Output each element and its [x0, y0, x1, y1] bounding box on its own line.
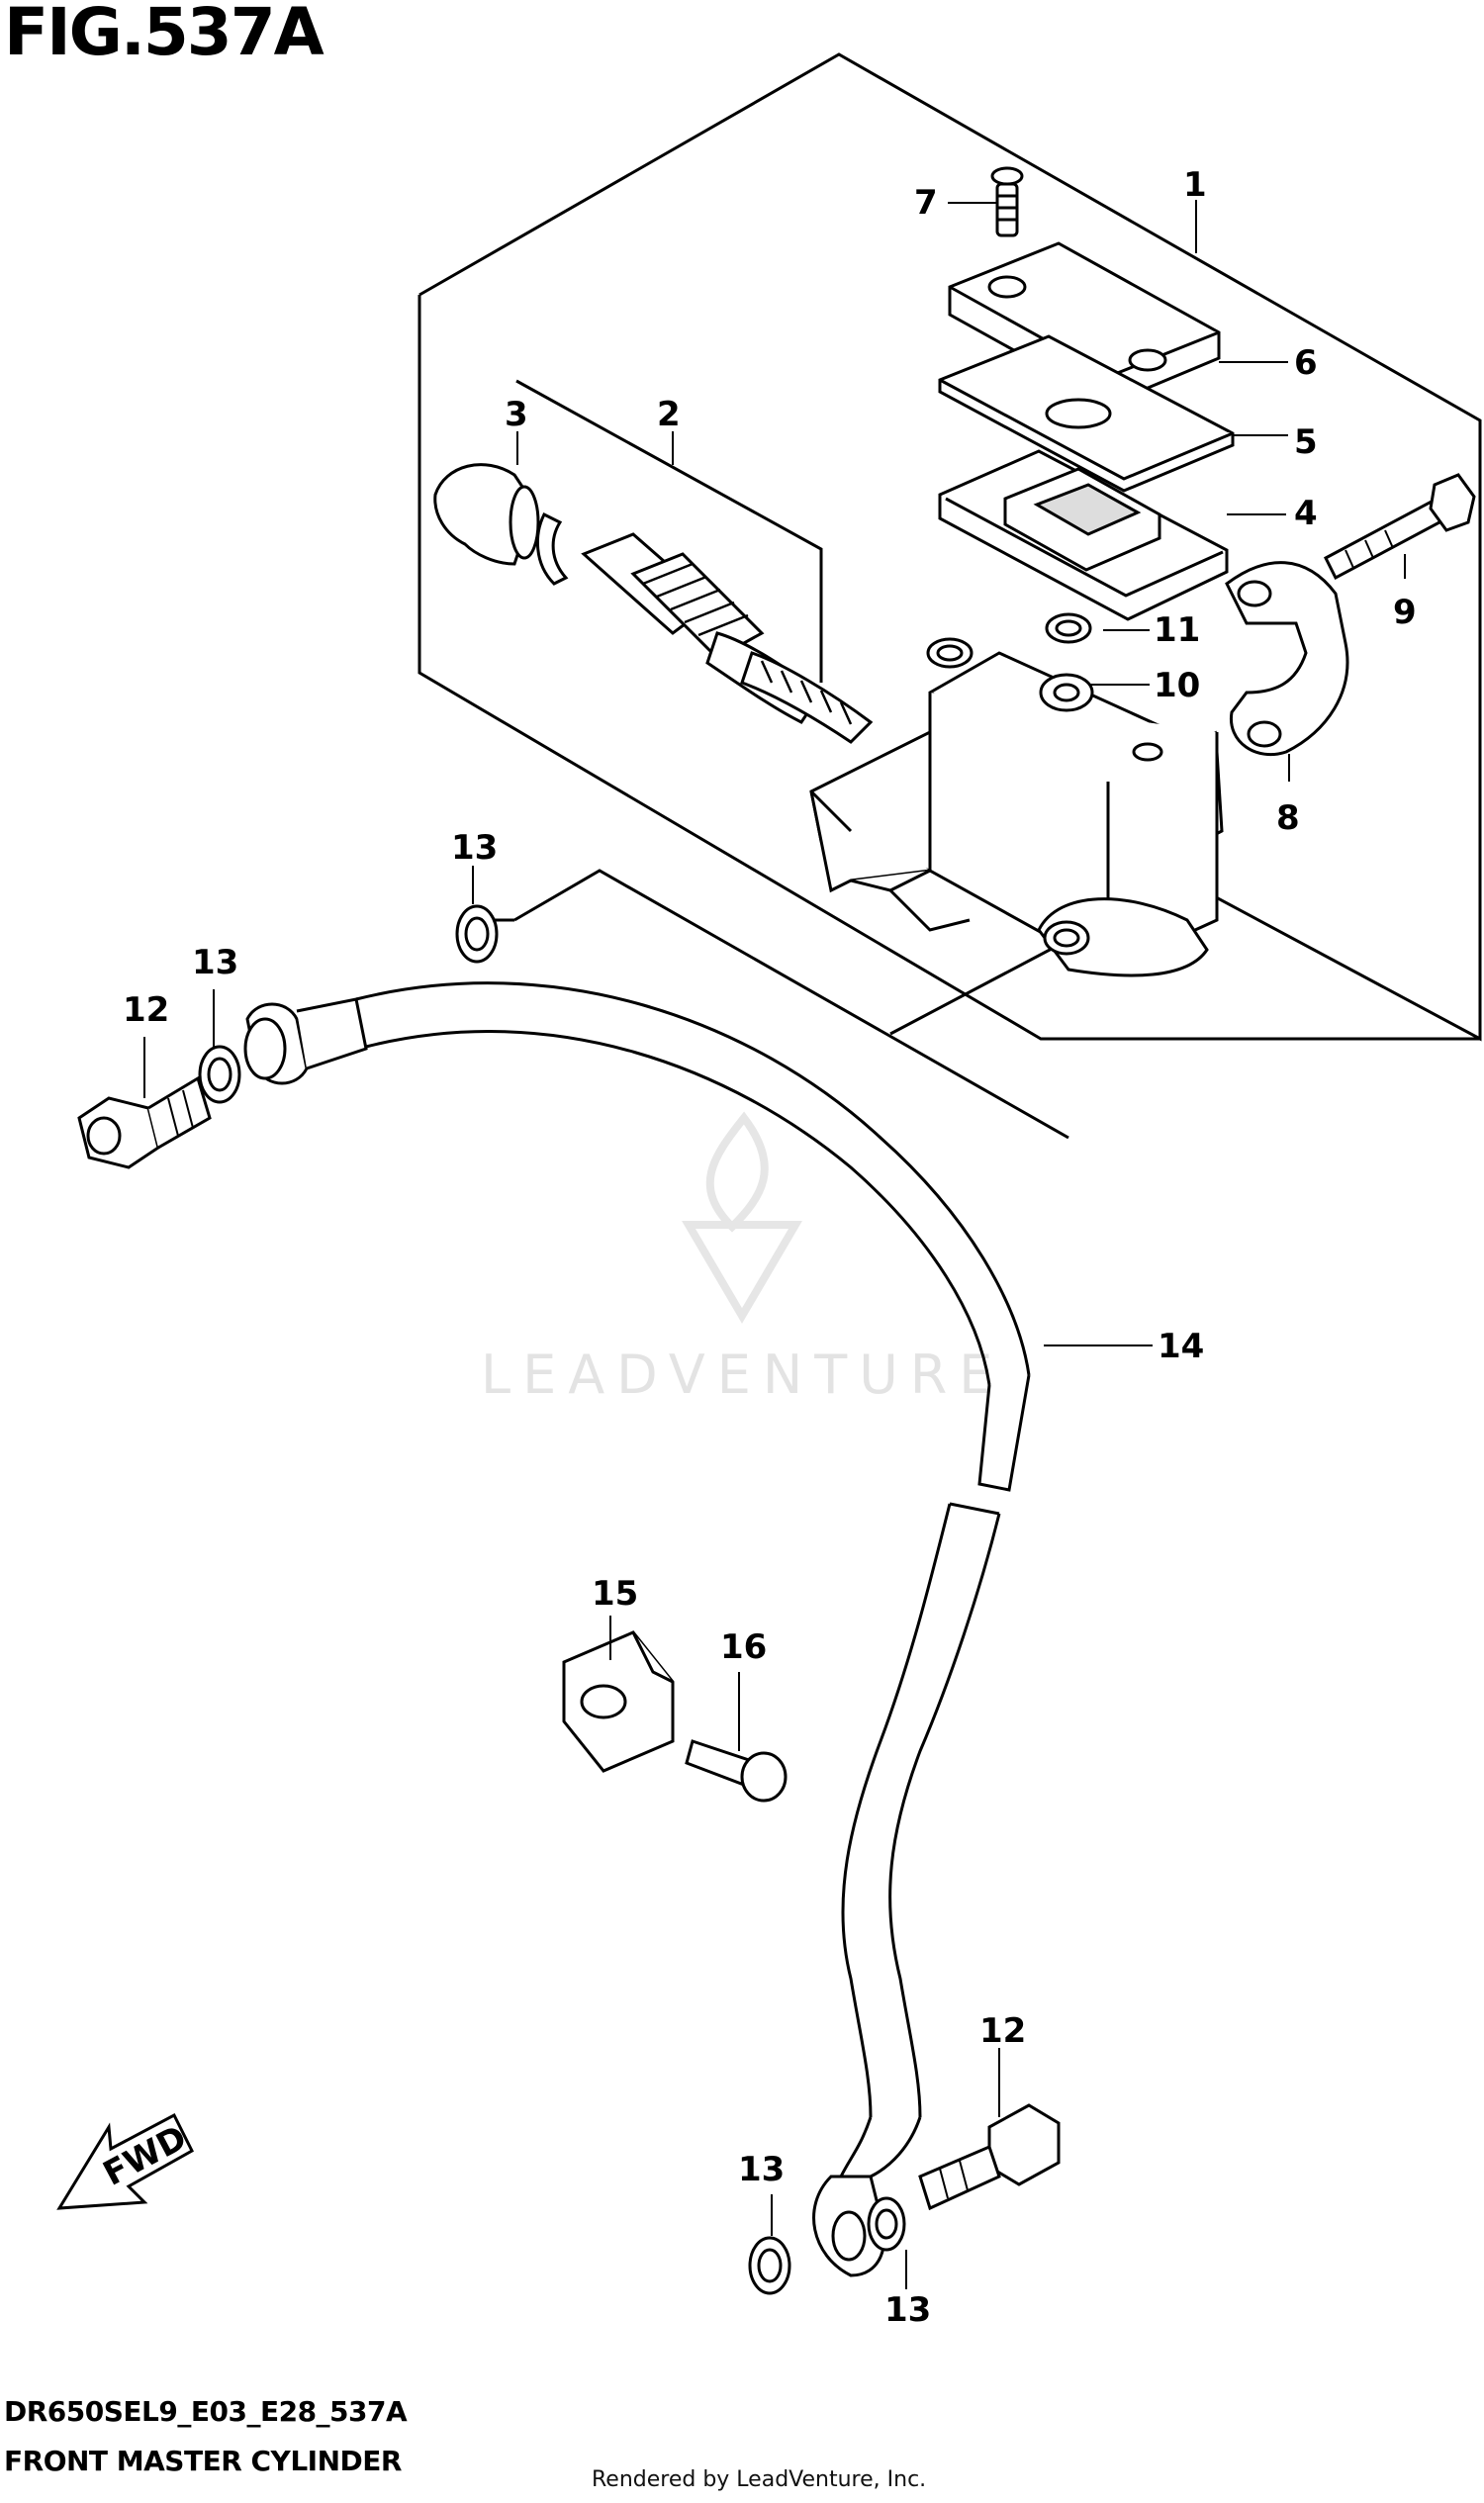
- master-cylinder-body: [809, 637, 1224, 977]
- callout-13-upper-left: 13: [192, 943, 238, 982]
- part-10-bolt: [1039, 673, 1094, 712]
- part-2-piston-assembly: [581, 532, 874, 744]
- callout-11: 11: [1154, 610, 1200, 650]
- callout-5: 5: [1294, 422, 1318, 462]
- part-12-upper-banjo-bolt: [77, 1075, 212, 1169]
- callout-6: 6: [1294, 343, 1318, 383]
- callout-8: 8: [1276, 798, 1300, 838]
- part-13-washer-upper-left: [198, 1045, 241, 1104]
- rendered-by-credit: Rendered by LeadVenture, Inc.: [592, 2467, 927, 2492]
- callout-7: 7: [914, 183, 938, 223]
- upper-banjo-fitting: [243, 997, 368, 1085]
- callout-13-lower-left: 13: [738, 2150, 785, 2189]
- figure-title: FIG.537A: [4, 0, 325, 70]
- model-code: DR650SEL9_E03_E28_537A: [4, 2395, 408, 2428]
- callout-12-lower: 12: [979, 2011, 1026, 2051]
- part-7-screw: [990, 166, 1024, 237]
- callout-15: 15: [592, 1574, 638, 1614]
- callout-13-lower-right: 13: [884, 2290, 931, 2330]
- part-13-washer-lower-left: [748, 2236, 791, 2295]
- assembly-outline: [417, 52, 1482, 1140]
- watermark-logo: [682, 1111, 802, 1324]
- part-15-hose-clamp: [562, 1630, 675, 1773]
- section-title: FRONT MASTER CYLINDER: [4, 2445, 402, 2477]
- part-16-screw: [685, 1739, 788, 1803]
- callout-2: 2: [657, 395, 681, 434]
- leader-lines: [143, 200, 1406, 2289]
- part-14-brake-hose: [355, 981, 1031, 2179]
- part-4-diaphragm: [938, 449, 1229, 621]
- callout-10: 10: [1154, 666, 1200, 705]
- callout-14: 14: [1158, 1327, 1204, 1366]
- callout-4: 4: [1294, 494, 1318, 533]
- part-8-clamp: [1225, 561, 1349, 757]
- watermark-text: LEADVENTURE: [481, 1344, 1005, 1406]
- part-11-washer: [1045, 612, 1092, 644]
- part-5-plate: [938, 334, 1235, 493]
- part-3-boot: [433, 463, 569, 586]
- part-13-washer-lower-right: [867, 2196, 906, 2252]
- callout-9: 9: [1393, 593, 1417, 632]
- callout-12-upper: 12: [123, 990, 169, 1030]
- callout-1: 1: [1183, 165, 1207, 205]
- callout-3: 3: [505, 395, 528, 434]
- part-12-lower-banjo-bolt: [918, 2103, 1061, 2211]
- fwd-arrow: [56, 2112, 194, 2210]
- part-13-washer-upper: [455, 904, 499, 964]
- callout-13-upper: 13: [451, 828, 498, 868]
- callout-16: 16: [720, 1627, 767, 1667]
- part-9-bolt: [1324, 473, 1476, 581]
